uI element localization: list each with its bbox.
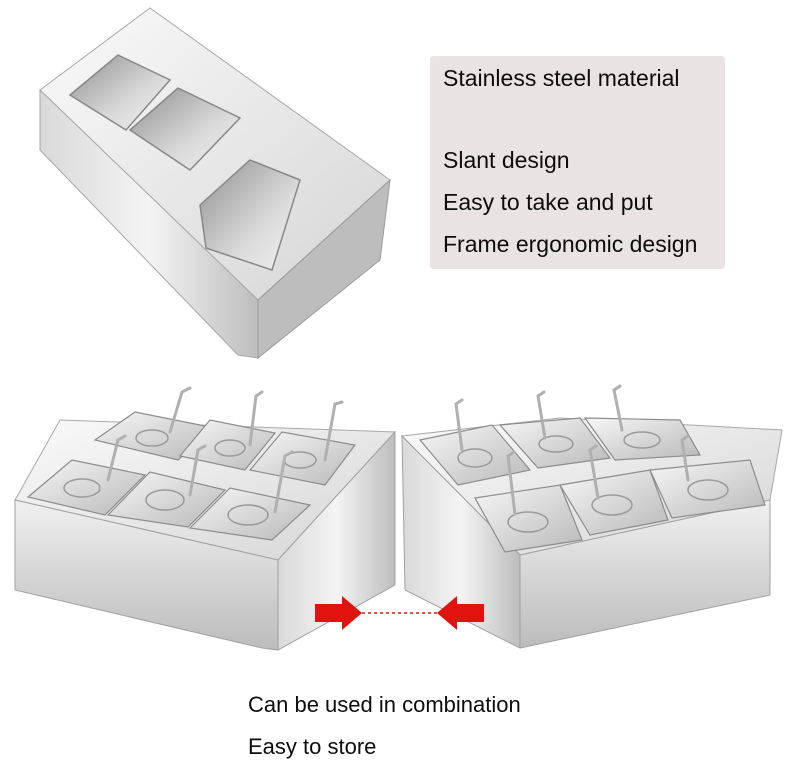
empty-holder bbox=[39, 7, 391, 360]
holder-right-with-lids bbox=[400, 384, 783, 649]
feature-slant-design: Slant design bbox=[443, 147, 570, 173]
feature-panel: Stainless steel material Slant design Ea… bbox=[430, 56, 725, 269]
holder-left-with-lids bbox=[14, 386, 397, 651]
caption-combination: Can be used in combination bbox=[248, 692, 521, 717]
arrow-left-icon bbox=[437, 596, 484, 630]
caption-easy-store: Easy to store bbox=[248, 734, 377, 759]
feature-easy-take-put: Easy to take and put bbox=[443, 189, 653, 215]
combination-arrows bbox=[315, 596, 484, 630]
arrow-right-icon bbox=[315, 596, 362, 630]
feature-stainless-steel: Stainless steel material bbox=[443, 65, 680, 91]
feature-ergonomic-design: Frame ergonomic design bbox=[443, 231, 698, 257]
